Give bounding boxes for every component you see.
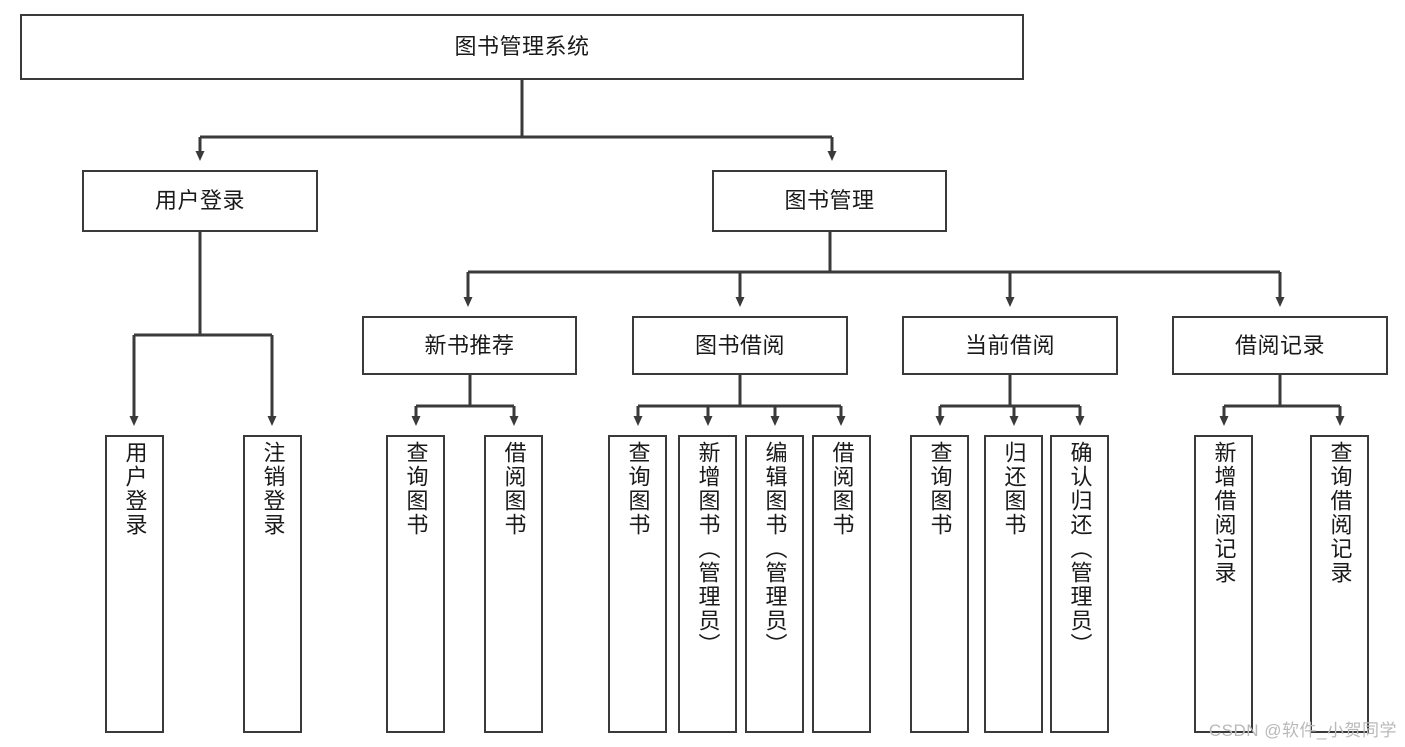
node-label: 当前借阅 [964,332,1055,358]
node-label: 借阅图书 [501,441,527,537]
node-leaf-return-book[interactable]: 归还图书 [984,435,1043,733]
node-label: 编辑图书（管理员） [762,441,788,657]
node-label: 图书管理 [784,188,875,214]
node-leaf-query-book-borrowing[interactable]: 查询图书 [608,435,667,733]
node-leaf-borrow-book-recommendation[interactable]: 借阅图书 [484,435,543,733]
node-book-borrowing[interactable]: 图书借阅 [632,316,848,375]
node-label: 查询图书 [625,441,651,537]
node-label: 借阅记录 [1234,332,1325,358]
node-label: 归还图书 [1001,441,1027,537]
node-book-management[interactable]: 图书管理 [712,170,947,232]
node-label: 图书借阅 [694,332,785,358]
node-leaf-borrow-book[interactable]: 借阅图书 [812,435,871,733]
node-label: 查询借阅记录 [1327,441,1353,585]
node-label: 用户登录 [154,188,245,214]
node-user-login[interactable]: 用户登录 [82,170,318,232]
node-label: 确认归还（管理员） [1067,441,1093,657]
node-leaf-query-book-current[interactable]: 查询图书 [910,435,969,733]
node-leaf-query-borrow-record[interactable]: 查询借阅记录 [1310,435,1369,733]
node-label: 查询图书 [403,441,429,537]
node-label: 注销登录 [260,441,286,537]
node-label: 借阅图书 [829,441,855,537]
node-borrowing-record[interactable]: 借阅记录 [1172,316,1388,375]
node-leaf-add-book-admin[interactable]: 新增图书（管理员） [678,435,737,733]
node-leaf-query-book-recommendation[interactable]: 查询图书 [386,435,445,733]
node-leaf-edit-book-admin[interactable]: 编辑图书（管理员） [745,435,804,733]
node-label: 用户登录 [122,441,148,537]
node-label: 新增图书（管理员） [695,441,721,657]
node-label: 查询图书 [927,441,953,537]
node-label: 图书管理系统 [454,34,590,60]
node-leaf-user-login[interactable]: 用户登录 [105,435,164,733]
node-label: 新书推荐 [424,332,515,358]
node-leaf-add-borrow-record[interactable]: 新增借阅记录 [1194,435,1253,733]
node-root-book-management-system[interactable]: 图书管理系统 [20,14,1024,80]
node-leaf-confirm-return-admin[interactable]: 确认归还（管理员） [1050,435,1109,733]
node-current-borrowing[interactable]: 当前借阅 [902,316,1118,375]
node-new-book-recommendation[interactable]: 新书推荐 [362,316,577,375]
node-leaf-logout[interactable]: 注销登录 [243,435,302,733]
node-label: 新增借阅记录 [1211,441,1237,585]
csdn-watermark: CSDN @软件_小贺同学 [1208,721,1397,740]
